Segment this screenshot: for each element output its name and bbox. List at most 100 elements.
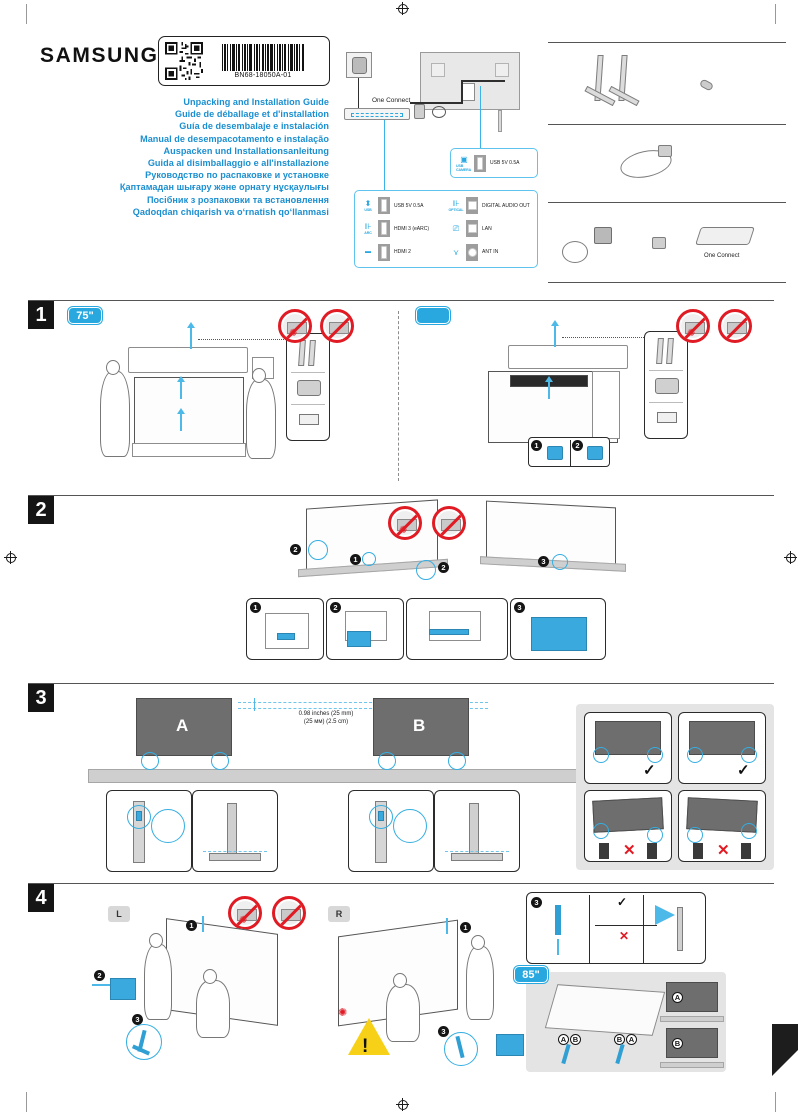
usb-port-slot — [474, 154, 486, 172]
tv-cable-vertical — [461, 80, 463, 104]
step-4-foam-right — [496, 1034, 524, 1056]
accessories-panel: One Connect — [548, 42, 786, 310]
port-hdmi-earc: ⊪ ARC HDMI 3 (eARC) — [358, 217, 446, 240]
step-4-85-label-b2: B — [614, 1034, 625, 1045]
step-2-highlight-3 — [552, 554, 568, 570]
step-4-size-badge-85: 85" — [514, 966, 548, 983]
person-left — [100, 360, 130, 457]
step-4-number: 4 — [28, 884, 54, 912]
step-4-foam-left — [110, 978, 136, 1000]
antenna-icon: ⋎ — [453, 247, 459, 257]
optical-icon: ⊪ OPTICAL — [448, 199, 464, 213]
power-adapter-icon — [594, 227, 612, 244]
step-3-number: 3 — [28, 684, 54, 712]
header: SAMSUNG — [0, 22, 802, 290]
step-4-85-stand-left — [561, 1043, 571, 1065]
step-1-left-scene — [86, 319, 386, 484]
title-fr: Guide de déballage et d'installation — [174, 109, 329, 120]
stand-a-dim — [203, 851, 267, 852]
step-1-number: 1 — [28, 301, 54, 329]
detail-foam-4 — [531, 617, 587, 651]
step-4-impact-icon: ✺ — [338, 1007, 348, 1019]
one-connect-cable — [410, 102, 462, 104]
code-box: BN68-18050A-01 — [158, 36, 330, 86]
port-optical: ⊪ OPTICAL DIGITAL AUDIO OUT — [446, 194, 534, 217]
step-4-warning-triangle-icon — [348, 1018, 390, 1055]
step-4-85-tv-b-label: B — [672, 1038, 683, 1049]
tv-port-block — [461, 83, 475, 101]
hdmi-cable-icon: ▬ — [365, 248, 371, 255]
step-4-right-scene: 1 3 2 ✺ ! — [318, 914, 548, 1074]
title-es: Guía de desembalaje e instalación — [179, 121, 329, 132]
step-3-detail-a — [106, 790, 192, 872]
verify-hl-4a — [687, 827, 703, 843]
verify-mark-1: ✓ — [643, 762, 656, 779]
lift-arrow-r1 — [554, 325, 556, 347]
one-connect-port-panel: ⬍ USB USB 5V 0.5A ⊪ OPTICAL DIGITAL AUDI… — [354, 190, 538, 268]
step-3-zoom-detail-a — [151, 809, 185, 843]
hdmi2-port-label: HDMI 2 — [394, 249, 411, 256]
registration-mark-top — [396, 2, 409, 15]
verify-foot-4b — [741, 843, 751, 859]
step-3-tv-b — [373, 698, 469, 756]
registration-mark-left — [4, 551, 17, 564]
verify-foot-4a — [693, 843, 703, 859]
step-3-hl-b2 — [448, 752, 466, 770]
power-cord-icon — [562, 241, 588, 263]
usb-camera-port-label: USB 5V 0.5A — [490, 160, 520, 166]
crop-mark-bl-v — [26, 1092, 27, 1112]
tv-leg-right — [498, 110, 502, 132]
step-3-tv-a — [136, 698, 232, 756]
step-1-divider — [398, 311, 399, 481]
leader-line-r — [562, 337, 646, 338]
page-corner-marker — [772, 1024, 798, 1076]
step-4-85-shelf-a — [660, 1016, 724, 1022]
step-4-person-standing — [144, 933, 172, 1020]
accessory-row-power: One Connect — [548, 202, 786, 282]
crop-mark-tl-v — [26, 4, 27, 24]
step-2-number: 2 — [28, 496, 54, 524]
person-right — [246, 368, 276, 459]
step-4-detail-stand-gray — [677, 907, 683, 951]
accessory-row-bottom — [548, 282, 786, 310]
callout-line-lower — [384, 120, 385, 190]
step-2-right-scene: 3 — [476, 500, 656, 592]
arc-icon: ⊪ ARC — [364, 222, 372, 236]
step-4-85-label-a2: A — [626, 1034, 637, 1045]
title-uz: Qadoqdan chiqarish va o‘rnatish qo‘llanm… — [132, 206, 329, 217]
step-1-size-badge-75: 75" — [68, 307, 102, 324]
verify-hl-2b — [741, 747, 757, 763]
step-4: 4 L R ✺ 1 2 3 1 — [28, 883, 798, 1083]
one-connect-box-label: One Connect — [704, 253, 740, 259]
one-connect-cable-box — [344, 108, 410, 120]
step-4-badge-left: L — [108, 906, 130, 922]
step-3-zoom-circle-b — [369, 805, 393, 829]
step-3-zoom-detail-b — [393, 809, 427, 843]
step-3: 3 A 0.98 inches (25 mm) (25 мм) (2.5 cm)… — [28, 683, 774, 879]
step-4-detail-arrow-big — [655, 905, 675, 925]
barcode: BN68-18050A-01 — [203, 43, 323, 79]
screw-icon — [698, 78, 715, 92]
step-3-verification-grid: ✓ ✓ ✕ ✕ — [576, 704, 774, 870]
measurement-inches: 0.98 inches (25 mm) — [298, 711, 354, 717]
step-4-85-label-a1: A — [558, 1034, 569, 1045]
step-4-detail-mark-bad: ✕ — [619, 929, 630, 943]
step-2-prohibition-drop-icon: ✺ — [388, 506, 422, 540]
accessory-row-cable-tie — [548, 124, 786, 202]
step-1-right-scene: 1 2 — [458, 319, 778, 484]
step-3-dim-line-2 — [238, 708, 488, 709]
step-3-dim-marker — [254, 698, 256, 711]
callout-line-upper — [480, 86, 481, 148]
step-4-person-standing-r — [466, 935, 494, 1020]
usb-camera-port-panel: ▣ USB CAMERA USB 5V 0.5A — [450, 148, 538, 178]
step-2-detail-4: 3 — [510, 598, 606, 660]
detail-tab-2 — [347, 631, 371, 647]
step-3-label-a: A — [176, 716, 189, 735]
parts-stand-icon-2 — [308, 340, 316, 366]
step-4-85-panel: 85" A B B A A B — [514, 966, 726, 1072]
detail-clip-1 — [547, 446, 563, 460]
verify-foot-3a — [599, 843, 609, 859]
verify-hl-1a — [593, 747, 609, 763]
cable-tie-clip-icon — [658, 145, 672, 157]
port-usb: ⬍ USB USB 5V 0.5A — [358, 194, 446, 217]
